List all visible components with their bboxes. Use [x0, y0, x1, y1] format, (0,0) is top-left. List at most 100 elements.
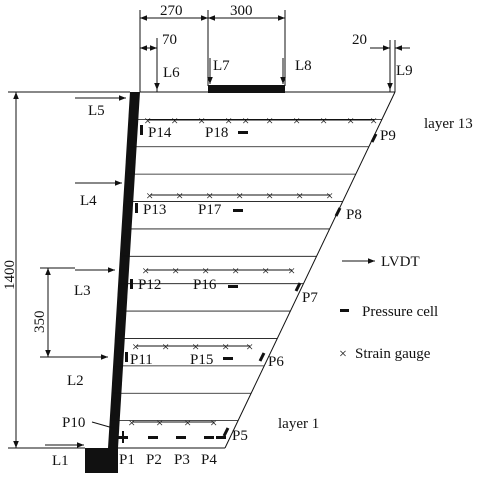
strain-gauge-mark: ×	[236, 188, 243, 203]
legend-strain-gauge-label: Strain gauge	[355, 346, 431, 362]
label-P16: P16	[193, 277, 217, 293]
strain-gauge-mark: ×	[232, 263, 239, 278]
strain-gauge-mark: ×	[146, 188, 153, 203]
strain-gauge-mark: ×	[347, 113, 354, 128]
pressure-cell	[233, 209, 243, 212]
pressure-cell	[130, 279, 133, 289]
strain-gauge-mark: ×	[326, 188, 333, 203]
label-L5: L5	[88, 103, 105, 119]
pressure-cell	[223, 357, 233, 360]
strain-gauge-mark: ×	[206, 188, 213, 203]
pressure-cell	[238, 131, 248, 134]
label-P8: P8	[346, 207, 362, 223]
top-dimensions	[139, 10, 410, 92]
label-P7: P7	[302, 290, 318, 306]
legend-pressure-cell-symbol	[340, 309, 349, 312]
label-P13: P13	[143, 202, 166, 218]
surcharge-plate	[208, 85, 285, 93]
label-P15: P15	[190, 352, 213, 368]
label-P10: P10	[62, 415, 85, 431]
label-L4: L4	[80, 193, 97, 209]
strain-gauge-mark: ×	[242, 113, 249, 128]
strain-gauge-mark: ×	[128, 415, 135, 430]
layer-lines	[110, 118, 382, 422]
strain-gauge-mark: ×	[210, 415, 217, 430]
pressure-cell	[140, 125, 143, 135]
pressure-cell-sloped	[258, 352, 266, 362]
label-L8: L8	[295, 58, 312, 74]
pressure-cell-sloped	[334, 207, 342, 217]
strain-gauge-mark: ×	[192, 339, 199, 354]
label-P1: P1	[119, 452, 135, 468]
label-P18: P18	[205, 125, 228, 141]
pressure-cell	[125, 352, 128, 362]
strain-gauge-mark: ×	[132, 339, 139, 354]
strain-gauge-mark: ×	[162, 339, 169, 354]
label-P17: P17	[198, 202, 222, 218]
legend-strain-gauge-symbol: ×	[339, 347, 347, 362]
dim-20: 20	[352, 32, 367, 48]
label-P4: P4	[201, 452, 217, 468]
layer-top-label: layer 13	[424, 116, 473, 132]
pressure-cell-sloped	[222, 427, 230, 437]
label-P5: P5	[232, 428, 248, 444]
strain-gauge-mark: ×	[225, 113, 232, 128]
pressure-cell	[228, 285, 238, 288]
strain-gauge-mark: ×	[370, 113, 377, 128]
label-L3: L3	[74, 283, 91, 299]
strain-gauge-mark: ×	[293, 113, 300, 128]
label-L6: L6	[163, 65, 180, 81]
strain-gauge-mark: ×	[266, 188, 273, 203]
strain-gauge-mark: ×	[172, 263, 179, 278]
pressure-cell	[176, 436, 186, 439]
pressure-cell	[204, 436, 214, 439]
pressure-cell-sloped	[294, 282, 302, 292]
strain-gauge-mark: ×	[246, 339, 253, 354]
strain-gauge-mark: ×	[198, 113, 205, 128]
label-P12: P12	[138, 277, 161, 293]
left-dimensions	[8, 91, 130, 449]
strain-gauge-mark: ×	[202, 263, 209, 278]
pressure-cell	[135, 203, 138, 213]
strain-gauge-mark: ×	[176, 188, 183, 203]
strain-gauge-mark: ×	[262, 263, 269, 278]
legend-pressure-cell-label: Pressure cell	[362, 304, 438, 320]
label-P14: P14	[148, 125, 172, 141]
strain-gauge-mark: ×	[320, 113, 327, 128]
layer-bottom-label: layer 1	[278, 416, 319, 432]
strain-gauge-mark: ×	[222, 339, 229, 354]
strain-gauge-mark: ×	[184, 415, 191, 430]
label-P11: P11	[130, 352, 153, 368]
strain-gauge-mark: ×	[266, 113, 273, 128]
pressure-cell-sloped	[370, 133, 378, 143]
label-P3: P3	[174, 452, 190, 468]
pressure-cells	[118, 125, 378, 443]
strain-gauge-mark: ×	[156, 415, 163, 430]
pressure-cell	[216, 436, 226, 439]
label-L9: L9	[396, 63, 413, 79]
base-block	[85, 448, 118, 473]
legend: LVDT Pressure cell × Strain gauge	[339, 254, 438, 362]
strain-gauge-mark: ×	[144, 113, 151, 128]
strain-gauge-mark: ×	[171, 113, 178, 128]
label-P2: P2	[146, 452, 162, 468]
dim-70: 70	[162, 32, 177, 48]
dim-270: 270	[160, 3, 183, 19]
label-L2: L2	[67, 373, 84, 389]
label-L7: L7	[213, 58, 230, 74]
label-P9: P9	[380, 128, 396, 144]
strain-gauge-mark: ×	[288, 263, 295, 278]
label-P6: P6	[268, 354, 284, 370]
dim-1400: 1400	[2, 260, 18, 290]
pressure-cell	[148, 436, 158, 439]
legend-lvdt-label: LVDT	[381, 254, 420, 270]
strain-gauge-mark: ×	[142, 263, 149, 278]
facing-wall	[108, 92, 140, 448]
dim-300: 300	[230, 3, 253, 19]
pressure-cell	[122, 431, 124, 443]
dim-350: 350	[32, 311, 48, 334]
strain-gauge-mark: ×	[296, 188, 303, 203]
strain-gauge-rows: × × × × × × × × × × × × × × × × × × × × × × × × × × × × × × × ×	[128, 113, 377, 430]
